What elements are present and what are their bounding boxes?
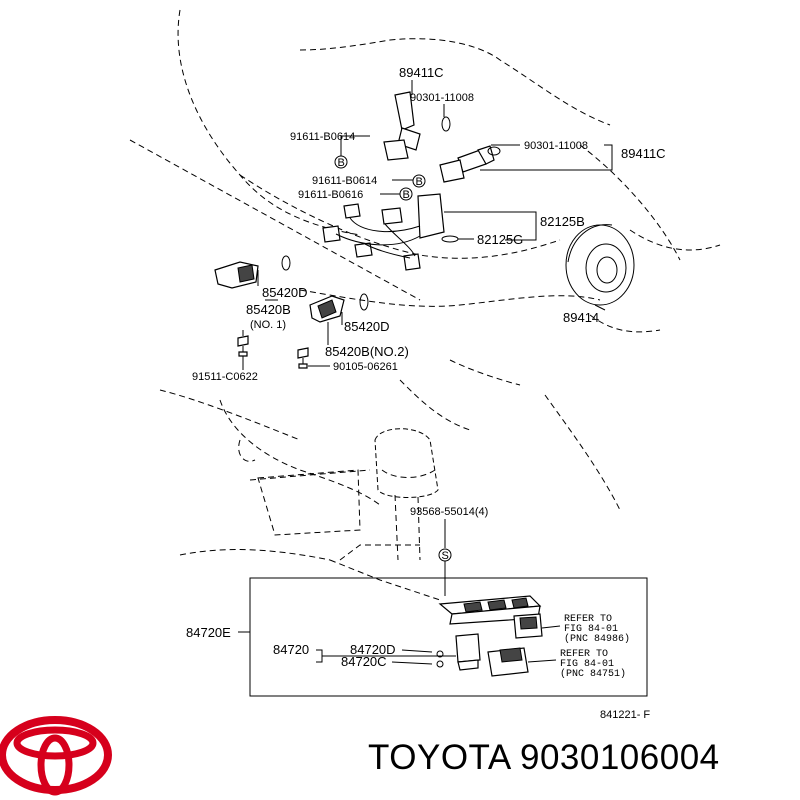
body-outline (129, 9, 721, 601)
label-90301-11008-right: 90301-11008 (524, 140, 588, 152)
label-82125g: 82125G (477, 232, 523, 247)
label-84720e: 84720E (186, 625, 231, 640)
brand-part-title: TOYOTA 9030106004 (368, 738, 720, 778)
label-82125b: 82125B (540, 214, 585, 229)
label-91611-b0614-a: 91611-B0614 (290, 131, 355, 143)
label-84720c: 84720C (341, 654, 387, 669)
label-84720: 84720 (273, 642, 309, 657)
switch-assembly-box: S (238, 519, 648, 697)
label-85420b: 85420B (246, 302, 291, 317)
label-93568-55014: 93568-55014(4) (410, 506, 488, 518)
callout-b-2: B (412, 174, 426, 188)
label-84720d: 84720D (350, 642, 396, 657)
label-91611-b0614-b: 91611-B0614 (312, 175, 377, 187)
ref1-line2: FIG 84-01 (564, 624, 618, 635)
label-85420d-left: 85420D (262, 285, 308, 300)
bolt-91511-c0622 (237, 335, 249, 357)
label-91611-b0616: 91611-B0616 (298, 189, 363, 201)
sensor-85420b-no1 (214, 255, 291, 289)
label-90301-11008-top: 90301-11008 (410, 92, 474, 104)
ref2-line2: FIG 84-01 (560, 659, 614, 670)
ref2-line3: (PNC 84751) (560, 668, 626, 680)
part-number: 9030106004 (519, 738, 720, 777)
sensor-89411c-right (439, 145, 501, 183)
leader-lines-top (242, 80, 613, 370)
bolt-90105-06261 (297, 347, 309, 369)
shift-knob (374, 428, 439, 561)
svg-text:B: B (403, 189, 410, 201)
wire-harness-82125b (322, 193, 459, 271)
sensor-85420b-no2 (309, 293, 369, 323)
label-89414: 89414 (563, 310, 599, 325)
ref1-line1: REFER TO (564, 614, 612, 625)
label-91511-c0622: 91511-C0622 (192, 371, 258, 383)
speaker-89414 (565, 224, 635, 306)
label-no1: (NO. 1) (250, 319, 286, 331)
brand-name: TOYOTA (368, 738, 510, 777)
label-85420b-no2: 85420B(NO.2) (325, 344, 409, 359)
figure-code: 841221- F (600, 709, 650, 721)
label-89411c-top: 89411C (399, 65, 444, 80)
svg-text:B: B (338, 157, 345, 169)
svg-text:B: B (416, 176, 423, 188)
callout-b-1: B (334, 155, 348, 169)
toyota-logo (0, 716, 112, 796)
sensor-89411c-top (383, 91, 451, 161)
ref2-line1: REFER TO (560, 649, 608, 660)
ref1-line3: (PNC 84986) (564, 633, 630, 645)
label-85420d-mid: 85420D (344, 319, 390, 334)
label-90105-06261: 90105-06261 (333, 361, 398, 373)
callout-b-3: B (399, 187, 413, 201)
part-labels: 89411C 90301-11008 91611-B0614 90301-110… (186, 65, 666, 721)
label-89411c-right: 89411C (621, 146, 666, 161)
svg-text:S: S (442, 550, 449, 562)
